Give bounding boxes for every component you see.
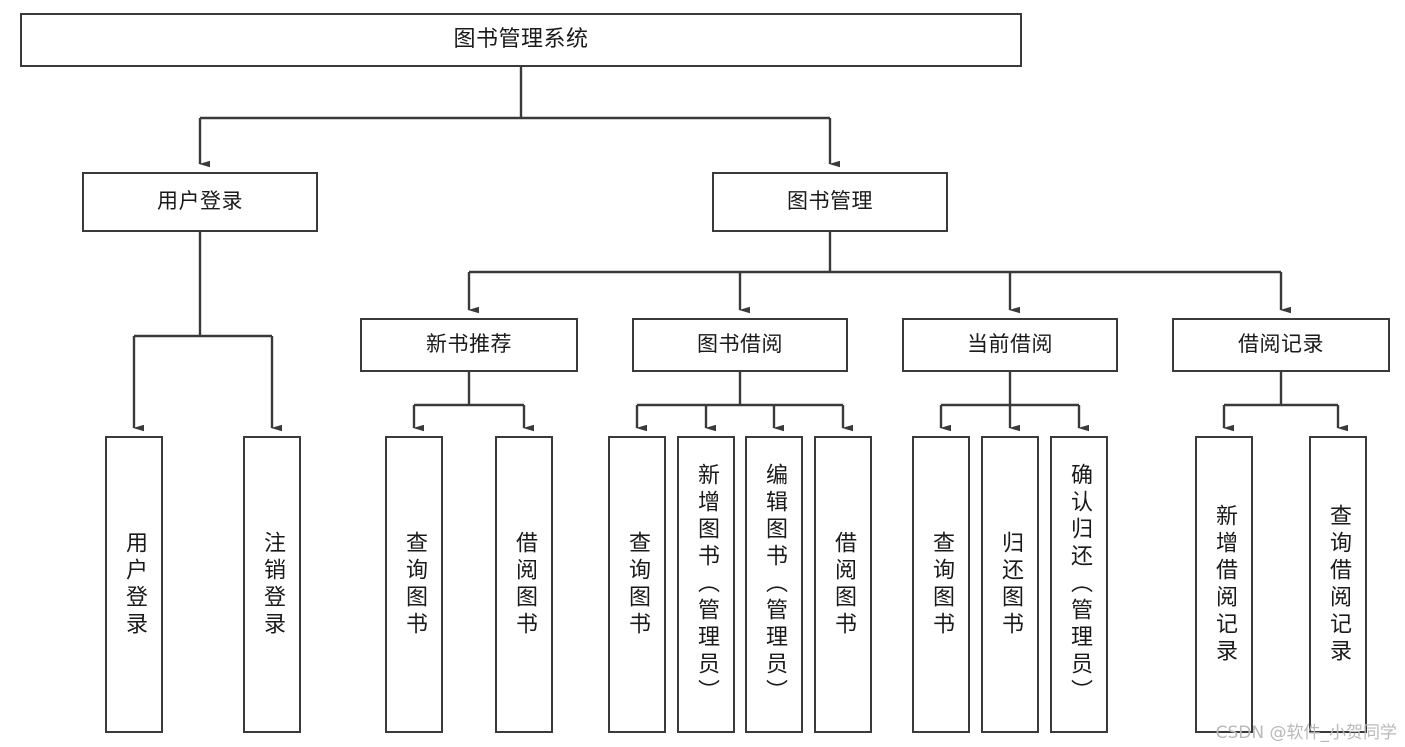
node-leaf-query-book-2[interactable]: 查询图书	[608, 436, 666, 733]
node-leaf-query-book-3-label: 查询图书	[929, 530, 954, 639]
node-leaf-query-book-3[interactable]: 查询图书	[912, 436, 970, 733]
node-leaf-return-book-label: 归还图书	[998, 530, 1023, 639]
node-borrow-record-label: 借阅记录	[1238, 332, 1324, 357]
node-user-login[interactable]: 用户登录	[82, 172, 318, 232]
node-leaf-user-login-label: 用户登录	[122, 530, 147, 639]
node-book-borrow-label: 图书借阅	[697, 332, 783, 357]
node-leaf-add-book-admin-label: 新增图书（管理员）	[694, 463, 719, 706]
node-leaf-confirm-return-admin-label: 确认归还（管理员）	[1067, 463, 1092, 706]
node-leaf-borrow-book-1[interactable]: 借阅图书	[495, 436, 553, 733]
node-leaf-query-book-1[interactable]: 查询图书	[385, 436, 443, 733]
node-new-book-recommend[interactable]: 新书推荐	[360, 318, 578, 372]
node-current-borrow-label: 当前借阅	[967, 332, 1053, 357]
node-leaf-confirm-return-admin[interactable]: 确认归还（管理员）	[1050, 436, 1108, 733]
node-leaf-query-borrow-record-label: 查询借阅记录	[1326, 503, 1351, 666]
node-book-borrow[interactable]: 图书借阅	[632, 318, 848, 372]
node-leaf-query-book-1-label: 查询图书	[402, 530, 427, 639]
csdn-watermark: CSDN @软件_小贺同学	[1215, 723, 1397, 743]
node-leaf-return-book[interactable]: 归还图书	[981, 436, 1039, 733]
node-leaf-logout-login[interactable]: 注销登录	[243, 436, 301, 733]
node-current-borrow[interactable]: 当前借阅	[902, 318, 1118, 372]
node-leaf-edit-book-admin[interactable]: 编辑图书（管理员）	[745, 436, 803, 733]
node-leaf-logout-login-label: 注销登录	[260, 530, 285, 639]
node-root-system-label: 图书管理系统	[453, 26, 589, 52]
node-book-management-label: 图书管理	[787, 189, 873, 214]
node-leaf-borrow-book-1-label: 借阅图书	[512, 530, 537, 639]
node-leaf-add-book-admin[interactable]: 新增图书（管理员）	[677, 436, 735, 733]
node-user-login-label: 用户登录	[157, 189, 243, 214]
node-book-management[interactable]: 图书管理	[712, 172, 948, 232]
node-leaf-add-borrow-record-label: 新增借阅记录	[1212, 503, 1237, 666]
node-borrow-record[interactable]: 借阅记录	[1172, 318, 1390, 372]
node-leaf-add-borrow-record[interactable]: 新增借阅记录	[1195, 436, 1253, 733]
node-leaf-edit-book-admin-label: 编辑图书（管理员）	[762, 463, 787, 706]
node-leaf-borrow-book-2[interactable]: 借阅图书	[814, 436, 872, 733]
node-new-book-recommend-label: 新书推荐	[426, 332, 512, 357]
node-leaf-borrow-book-2-label: 借阅图书	[831, 530, 856, 639]
node-leaf-user-login[interactable]: 用户登录	[105, 436, 163, 733]
node-root-system[interactable]: 图书管理系统	[20, 13, 1022, 67]
node-leaf-query-book-2-label: 查询图书	[625, 530, 650, 639]
node-leaf-query-borrow-record[interactable]: 查询借阅记录	[1309, 436, 1367, 733]
